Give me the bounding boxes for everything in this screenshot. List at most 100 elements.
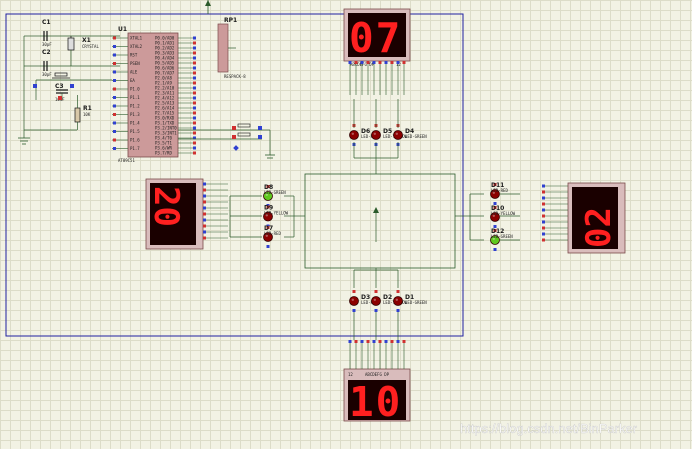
mcu-pin-label: XTAL2 [130, 44, 143, 49]
led-label: D9 [264, 205, 273, 212]
mcu-part: AT89C51 [118, 158, 135, 163]
mcu-pin-label: P3.5/T1 [155, 141, 172, 146]
r1-resistor [74, 107, 81, 123]
resistor-pack: RP1 RESPACK-8 [217, 17, 246, 79]
mcu-pin-label: P2.3/A11 [155, 91, 175, 96]
led-label: D10 [491, 205, 504, 212]
sheet-border [5, 13, 464, 337]
mcu-pin-label: P2.5/A13 [155, 101, 175, 106]
watermark: https://blog.csdn.net/BinParker [460, 421, 638, 436]
led-label: D6 [361, 128, 370, 135]
led-type: LED-YELLOW [264, 211, 289, 216]
mcu-pin-label: P3.7/RD [155, 151, 172, 156]
c3-label: C3 [55, 83, 64, 90]
crystal-label: X1 [82, 37, 91, 44]
led-label: D3 [361, 294, 370, 301]
led-label: D4 [405, 128, 414, 135]
display-south-digits: 10 [349, 378, 402, 426]
mcu-pin-label: P2.2/A10 [155, 86, 175, 91]
mcu-pin-label: EA [130, 78, 135, 83]
display-pin-stubs [203, 61, 568, 369]
p3-switches [178, 123, 275, 159]
mcu-pin-label: P2.1/A9 [155, 81, 172, 86]
mcu-pin-label: PSEN [130, 61, 140, 66]
mcu-ref: U1 [118, 26, 127, 33]
display-east: 02 [567, 182, 626, 254]
c1-value: 30pF [42, 42, 52, 47]
mcu-pin-label: P0.6/AD6 [155, 66, 175, 71]
led-label: D5 [383, 128, 392, 135]
led-label: D12 [491, 228, 504, 235]
led-wires [229, 99, 520, 340]
mcu-pin-label: P0.7/AD7 [155, 71, 175, 76]
display-north: 07 ABCDEFG DP 12 [343, 8, 411, 67]
mcu-pin-label: P0.5/AD5 [155, 61, 175, 66]
mcu-pin-label: P3.1/TXD [155, 121, 175, 126]
mcu-pin-label: P3.6/WR [155, 146, 172, 151]
led-label: D2 [383, 294, 392, 301]
led-type: LED-GREEN [405, 300, 427, 305]
mcu-body [127, 32, 179, 158]
mcu-pin-label: P0.3/AD3 [155, 51, 175, 56]
mcu-pin-label: P1.5 [130, 129, 140, 134]
display-north-digits: 07 [349, 14, 402, 62]
mcu-pin-label: P0.4/AD4 [155, 56, 175, 61]
mcu-pin-label: ALE [130, 70, 138, 75]
mcu-pin-label: P2.6/A14 [155, 106, 175, 111]
c2-label: C2 [42, 49, 51, 56]
led-type: LED-RED [361, 134, 378, 139]
led-type: LED-GREEN [491, 234, 513, 239]
led-type: LED-RED [361, 300, 378, 305]
led-type: LED-GREEN [405, 134, 427, 139]
mcu-pin-label: P3.3/INT1 [155, 131, 177, 136]
led-type: LED-RED [264, 231, 281, 236]
mcu-pin-label: P1.0 [130, 87, 140, 92]
led-type: LED-GREEN [264, 190, 286, 195]
led-type: LED-RED [491, 188, 508, 193]
led-label: D11 [491, 182, 504, 189]
intersection-box [304, 173, 456, 269]
mcu-pin-label: P3.4/T0 [155, 136, 172, 141]
mcu-pin-label: P1.2 [130, 104, 140, 109]
led-label: D8 [264, 184, 273, 191]
led-label: D1 [405, 294, 414, 301]
crystal-value: CRYSTAL [82, 44, 99, 49]
display-north-pins: ABCDEFG DP [350, 62, 375, 67]
mcu-pin-label: P2.7/A15 [155, 111, 175, 116]
display-west-digits: 20 [146, 186, 186, 227]
mcu-pin-label: P2.4/A12 [155, 96, 175, 101]
mcu-pin-label: P2.0/A8 [155, 76, 172, 81]
display-south: 10 ABCDEFG DP 12 [343, 368, 411, 426]
clock-reset-circuit: C1 30pF C2 30pF X1 CRYSTAL C3 10uF R1 10… [18, 19, 120, 145]
mcu-pin-label: P3.2/INT0 [155, 126, 177, 131]
mcu-pin-label: P0.0/AD0 [155, 36, 175, 41]
led-groups: D6LED-REDD5LED-YELLOWD4LED-GREEND3LED-RE… [263, 124, 516, 312]
led-type: LED-YELLOW [491, 211, 516, 216]
display-south-pins: ABCDEFG DP [365, 372, 390, 377]
crystal-symbol [67, 37, 75, 51]
mcu-pin-label: XTAL1 [130, 36, 143, 41]
mcu-pin-label: P3.0/RXD [155, 116, 175, 121]
r1-label: R1 [83, 105, 92, 112]
display-north-pins2: 12 [396, 62, 401, 67]
mcu-pin-label: P1.3 [130, 112, 140, 117]
c1-label: C1 [42, 19, 51, 26]
mcu-pin-label: RST [130, 53, 138, 58]
mcu-pin-label: P1.1 [130, 95, 140, 100]
mcu-pin-label: P1.6 [130, 138, 140, 143]
rpack-value: RESPACK-8 [224, 74, 246, 79]
r1-value: 10K [83, 112, 91, 117]
rpack-ref: RP1 [224, 17, 237, 24]
c2-value: 30pF [42, 72, 52, 77]
